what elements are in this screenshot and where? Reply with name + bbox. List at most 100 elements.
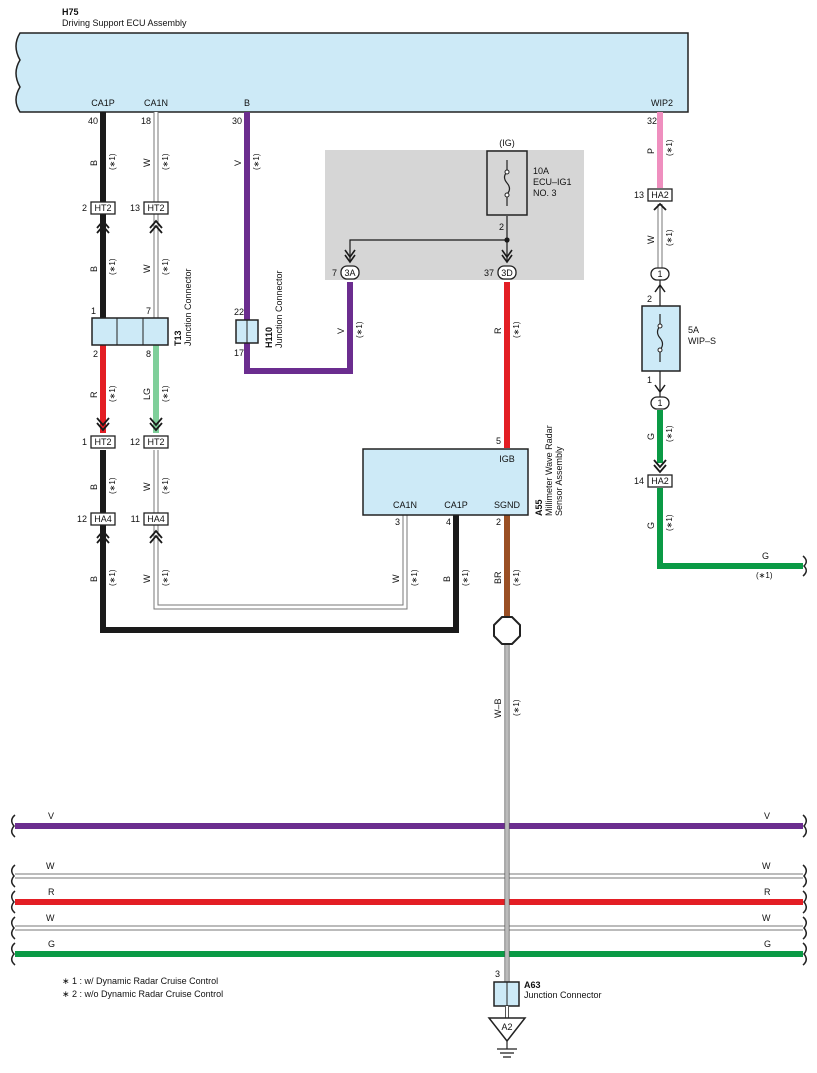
bus-label-w2-right: W (762, 913, 771, 923)
wire-b-v-lower (244, 282, 353, 374)
ht2-r2-name: HT2 (147, 437, 164, 447)
connector-ha4-left: HA4 12 (77, 512, 116, 544)
lbl-ca1n-n5: (∗1) (161, 569, 170, 586)
fuse-wip-s: 1 2 5A WIP–S 1 1 (641, 267, 716, 410)
lbl-radar-bn: (∗1) (461, 569, 470, 586)
lbl-igb-r: R (493, 327, 503, 334)
lbl-wip-wn: (∗1) (665, 229, 674, 246)
connector-ha2-top: HA2 13 (634, 188, 673, 211)
h110-name: Junction Connector (274, 270, 284, 348)
ha4-l-name: HA4 (94, 514, 112, 524)
junction-h110: 22 17 H110 Junction Connector (234, 270, 284, 358)
t13-name: Junction Connector (183, 268, 193, 346)
lbl-ca1n-n2: (∗1) (161, 258, 170, 275)
lbl-wip-p: P (646, 148, 656, 154)
lbl-ca1p-n2: (∗1) (108, 258, 117, 275)
bus-label-r-right: R (764, 887, 771, 897)
ecu-terminal-ca1n: CA1N (144, 98, 168, 108)
lbl-ca1p-n1: (∗1) (108, 153, 117, 170)
bus-lines (11, 555, 807, 966)
ecu-h75: H75 Driving Support ECU Assembly CA1P CA… (15, 7, 689, 126)
lbl-g-right: G (762, 551, 769, 561)
connector-ht2-left-upper: HT2 2 (82, 201, 116, 234)
ecu-pin-40: 40 (88, 116, 98, 126)
h110-pin-22: 22 (234, 307, 244, 317)
h110-ref: H110 (264, 327, 274, 348)
ecu-pin-30: 30 (232, 116, 242, 126)
lbl-wb-n: (∗1) (512, 699, 521, 716)
wip-oval-bottom: 1 (657, 398, 662, 408)
lbl-b-v2: V (336, 328, 346, 334)
lbl-igb-n: (∗1) (512, 321, 521, 338)
lbl-ca1n-n1: (∗1) (161, 153, 170, 170)
fuse-ig-label: (IG) (499, 138, 515, 148)
wip-oval-top: 1 (657, 269, 662, 279)
lbl-ca1p-b1: B (89, 160, 99, 166)
radar-name1: Millimeter Wave Radar (544, 425, 554, 516)
junction-t13: 1 7 2 8 T13 Junction Connector (91, 268, 193, 359)
lbl-wip-gn2: (∗1) (665, 514, 674, 531)
lbl-ca1p-b2: B (89, 266, 99, 272)
lbl-ca1p-r: R (89, 391, 99, 398)
bus-label-w1-right: W (762, 861, 771, 871)
connector-3d-name: 3D (501, 268, 513, 278)
ha4-r-name: HA4 (147, 514, 165, 524)
lbl-wip-g1: G (646, 433, 656, 440)
lbl-wip-pn: (∗1) (665, 139, 674, 156)
lbl-wip-w: W (646, 235, 656, 244)
radar-terminal-ca1p: CA1P (444, 500, 468, 510)
radar-pin-2: 2 (496, 517, 501, 527)
bus-label-g-right: G (764, 939, 771, 949)
wire-ca1p-b-lower (100, 450, 459, 633)
connector-3a-name: 3A (344, 268, 355, 278)
footnote-2: ∗ 2 : w/o Dynamic Radar Cruise Control (62, 989, 223, 999)
ht2-r2-pin: 12 (130, 437, 140, 447)
ecu-name: Driving Support ECU Assembly (62, 18, 187, 28)
radar-pin-3: 3 (395, 517, 400, 527)
h110-pin-17: 17 (234, 348, 244, 358)
lbl-ca1n-lg: LG (142, 388, 152, 400)
ha4-r-pin: 11 (131, 514, 140, 524)
ground-a2-label: A2 (501, 1022, 512, 1032)
junction-a63: 3 A63 Junction Connector (493, 969, 602, 1018)
ecu-pin-32: 32 (647, 116, 657, 126)
connector-ha2-bottom: HA2 14 (634, 459, 673, 488)
radar-pin-4: 4 (446, 517, 451, 527)
fuse-ig-pin-2: 2 (499, 222, 504, 232)
t13-ref: T13 (173, 330, 183, 346)
bus-label-v-left: V (48, 811, 54, 821)
lbl-b-v1: V (233, 160, 243, 166)
ht2-l2-name: HT2 (94, 437, 111, 447)
ht2-l2-pin: 1 (82, 437, 87, 447)
lbl-ca1n-n4: (∗1) (161, 477, 170, 494)
t13-pin-2: 2 (93, 349, 98, 359)
fuse-ig-rating: 10A (533, 166, 549, 176)
radar-terminal-ca1n: CA1N (393, 500, 417, 510)
ha2-top-name: HA2 (651, 190, 669, 200)
connector-ha4-right: HA4 11 (131, 512, 169, 544)
lbl-sgnd-br: BR (493, 571, 503, 584)
lbl-wb: W–B (493, 698, 503, 718)
wire-g-b (657, 488, 803, 569)
fuse-ecu-ig1: (IG) 10A ECU–IG1 NO. 3 2 (486, 138, 572, 232)
connector-3d: 3D 37 (484, 249, 517, 280)
connector-3a-pin: 7 (332, 268, 337, 278)
t13-pin-8: 8 (146, 349, 151, 359)
connector-3a: 3A 7 (332, 249, 360, 280)
connector-ht2-right-lower: HT2 12 (130, 417, 169, 449)
lbl-ca1n-w4: W (142, 574, 152, 583)
ha2-bot-pin: 14 (634, 476, 644, 486)
a63-ref: A63 (524, 980, 541, 990)
ecu-ref: H75 (62, 7, 79, 17)
radar-a55: IGB CA1N CA1P SGND 5 3 4 2 A55 Millimete… (362, 425, 564, 527)
lbl-radar-w: W (391, 574, 401, 583)
bus-label-g-left: G (48, 939, 55, 949)
lbl-ca1p-n5: (∗1) (108, 569, 117, 586)
lbl-b-n2: (∗1) (355, 321, 364, 338)
lbl-b-n1: (∗1) (252, 153, 261, 170)
ha2-top-pin: 13 (634, 190, 644, 200)
lbl-ca1n-w2: W (142, 264, 152, 273)
lbl-ca1p-b3: B (89, 484, 99, 490)
ht2-l1-name: HT2 (94, 203, 111, 213)
ecu-terminal-wip2: WIP2 (651, 98, 673, 108)
